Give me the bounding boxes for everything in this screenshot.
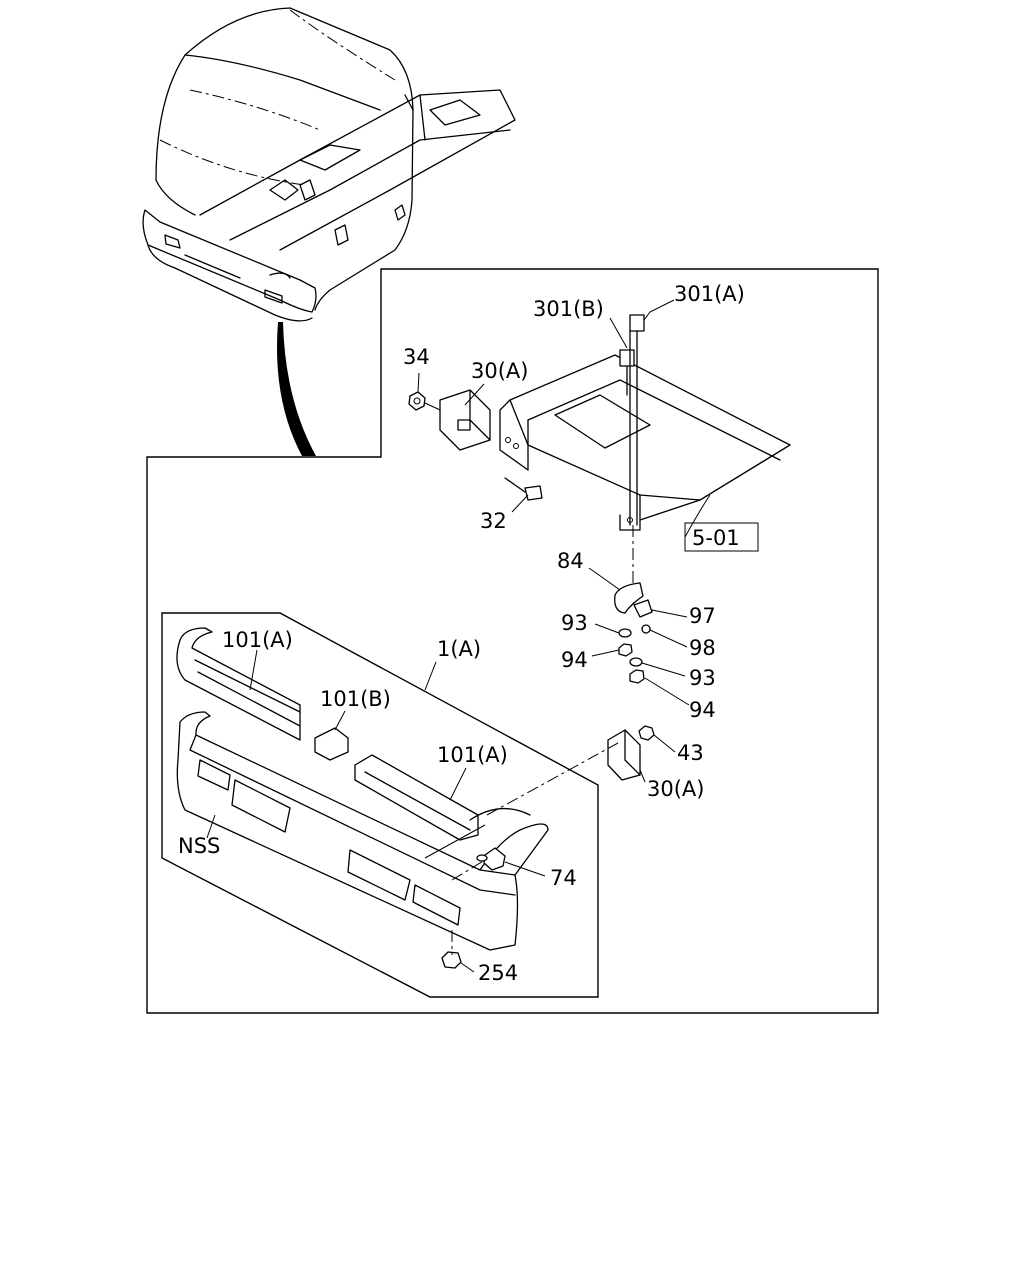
bolt-301a [629, 314, 645, 526]
cover-101a-right [354, 754, 479, 841]
clip-74 [483, 847, 506, 871]
label-nss: NSS [178, 834, 220, 858]
bracket-30a-top [439, 389, 491, 451]
label-84: 84 [557, 549, 584, 573]
label-98: 98 [689, 636, 716, 660]
label-101b: 101(B) [320, 687, 391, 711]
bolt-301b [619, 349, 635, 396]
label-501: 5-01 [692, 526, 740, 550]
label-74: 74 [550, 866, 577, 890]
nut-34 [408, 391, 426, 411]
nut-254 [441, 951, 462, 969]
washer-93-left [618, 628, 632, 638]
label-43: 43 [677, 741, 704, 765]
label-1a: 1(A) [437, 637, 481, 661]
bumper-subframe [161, 612, 599, 998]
washer-98 [641, 624, 651, 634]
label-94-left: 94 [561, 648, 588, 672]
frame-rail [499, 354, 791, 531]
label-30a-top: 30(A) [471, 359, 528, 383]
nut-94-left [618, 643, 633, 657]
label-301a: 301(A) [674, 282, 745, 306]
nut-43 [638, 725, 655, 741]
cover-101a-left [176, 627, 301, 741]
label-97: 97 [689, 604, 716, 628]
label-301b: 301(B) [533, 297, 604, 321]
truck-overview [142, 7, 516, 322]
washer-93-right [629, 657, 643, 667]
label-30a-bottom: 30(A) [647, 777, 704, 801]
label-101a-left: 101(A) [222, 628, 293, 652]
label-94-right: 94 [689, 698, 716, 722]
label-34: 34 [403, 345, 430, 369]
callout-labels: 301(A) 301(B) 34 30(A) 32 5-01 84 97 93 … [178, 282, 745, 985]
bumper-body [176, 711, 549, 951]
bracket-30a-bottom [607, 729, 641, 781]
label-32: 32 [480, 509, 507, 533]
nut-94-right [629, 669, 645, 684]
bolt-32 [504, 477, 543, 501]
label-101a-right: 101(A) [437, 743, 508, 767]
detail-frame [146, 268, 879, 1014]
cover-101b [314, 727, 349, 761]
leader-lines [206, 299, 711, 973]
label-254: 254 [478, 961, 518, 985]
clip-97 [633, 599, 653, 618]
pointer-arrow [277, 322, 316, 456]
label-93-right: 93 [689, 666, 716, 690]
bracket-84 [614, 582, 644, 614]
label-93-left: 93 [561, 611, 588, 635]
